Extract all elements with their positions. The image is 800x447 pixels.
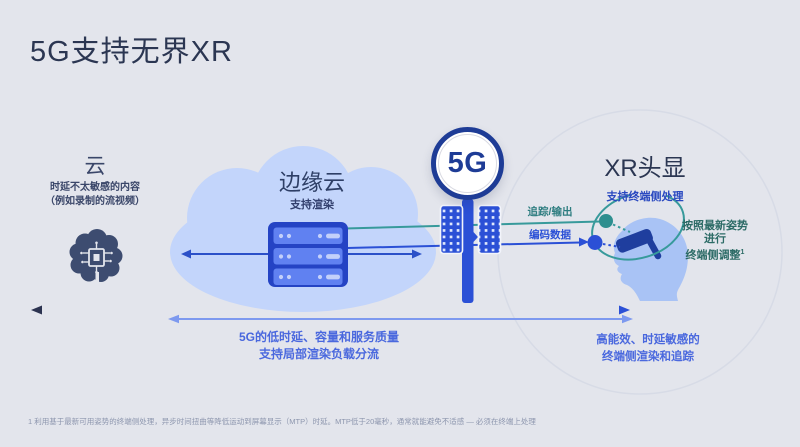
edge-cloud-title: 边缘云 — [278, 170, 345, 195]
xr-headset-subtitle: 支持终端侧处理 — [606, 191, 684, 203]
vr-headset-head-icon — [587, 191, 688, 301]
vr-goggles — [616, 228, 653, 253]
pose-line1: 按照最新姿势 — [682, 220, 748, 232]
pose-adjust-note: 按照最新姿势 进行 终端侧调整1 — [656, 220, 774, 263]
tracking-node-dot — [599, 214, 613, 228]
page-title: 5G支持无界XR — [30, 36, 233, 68]
5g-badge-label: 5G — [447, 147, 488, 179]
cloud-section-desc: 时延不太敏感的内容 （例如录制的流视频） — [20, 181, 170, 209]
cloud-desc-line1: 时延不太敏感的内容 — [50, 182, 140, 193]
cell-tower-icon — [439, 199, 502, 303]
5g-badge-inner-ring — [438, 134, 497, 193]
cloud-desc-line2: （例如录制的流视频） — [45, 196, 145, 207]
edge-benefit-arrow — [31, 305, 630, 315]
device-benefit-line1: 高能效、时延敏感的 — [596, 334, 700, 346]
tracking-output-label: 追踪/输出 — [527, 206, 573, 218]
edge-benefit-line2: 支持局部渲染负载分流 — [258, 347, 379, 361]
5g-badge: 5G — [431, 127, 504, 200]
ai-brain-icon — [69, 229, 123, 283]
encoded-node-dot — [587, 235, 603, 250]
edge-benefit-line1: 5G的低时延、容量和服务质量 — [238, 330, 399, 344]
edge-cloud-subtitle: 支持渲染 — [290, 199, 334, 211]
encoded-data-label: 编码数据 — [529, 229, 571, 241]
footnote: 1 利用基于最新可用姿势的终端侧处理，异步时间扭曲等降低运动到屏幕显示（MTP）… — [28, 417, 536, 426]
pose-line2: 进行 — [704, 233, 726, 245]
device-benefit-line2: 终端侧渲染和追踪 — [602, 351, 694, 363]
server-icon — [268, 222, 348, 287]
device-benefit-text: 高能效、时延敏感的 终端侧渲染和追踪 — [558, 332, 738, 366]
pose-line3: 终端侧调整 — [685, 249, 741, 262]
device-benefit-arrow — [168, 314, 633, 324]
edge-benefit-text: 5G的低时延、容量和服务质量 支持局部渲染负载分流 — [219, 329, 419, 363]
cloud-section-title: 云 — [84, 155, 106, 178]
xr-headset-title: XR头显 — [604, 155, 686, 182]
pose-superscript: 1 — [740, 249, 745, 256]
